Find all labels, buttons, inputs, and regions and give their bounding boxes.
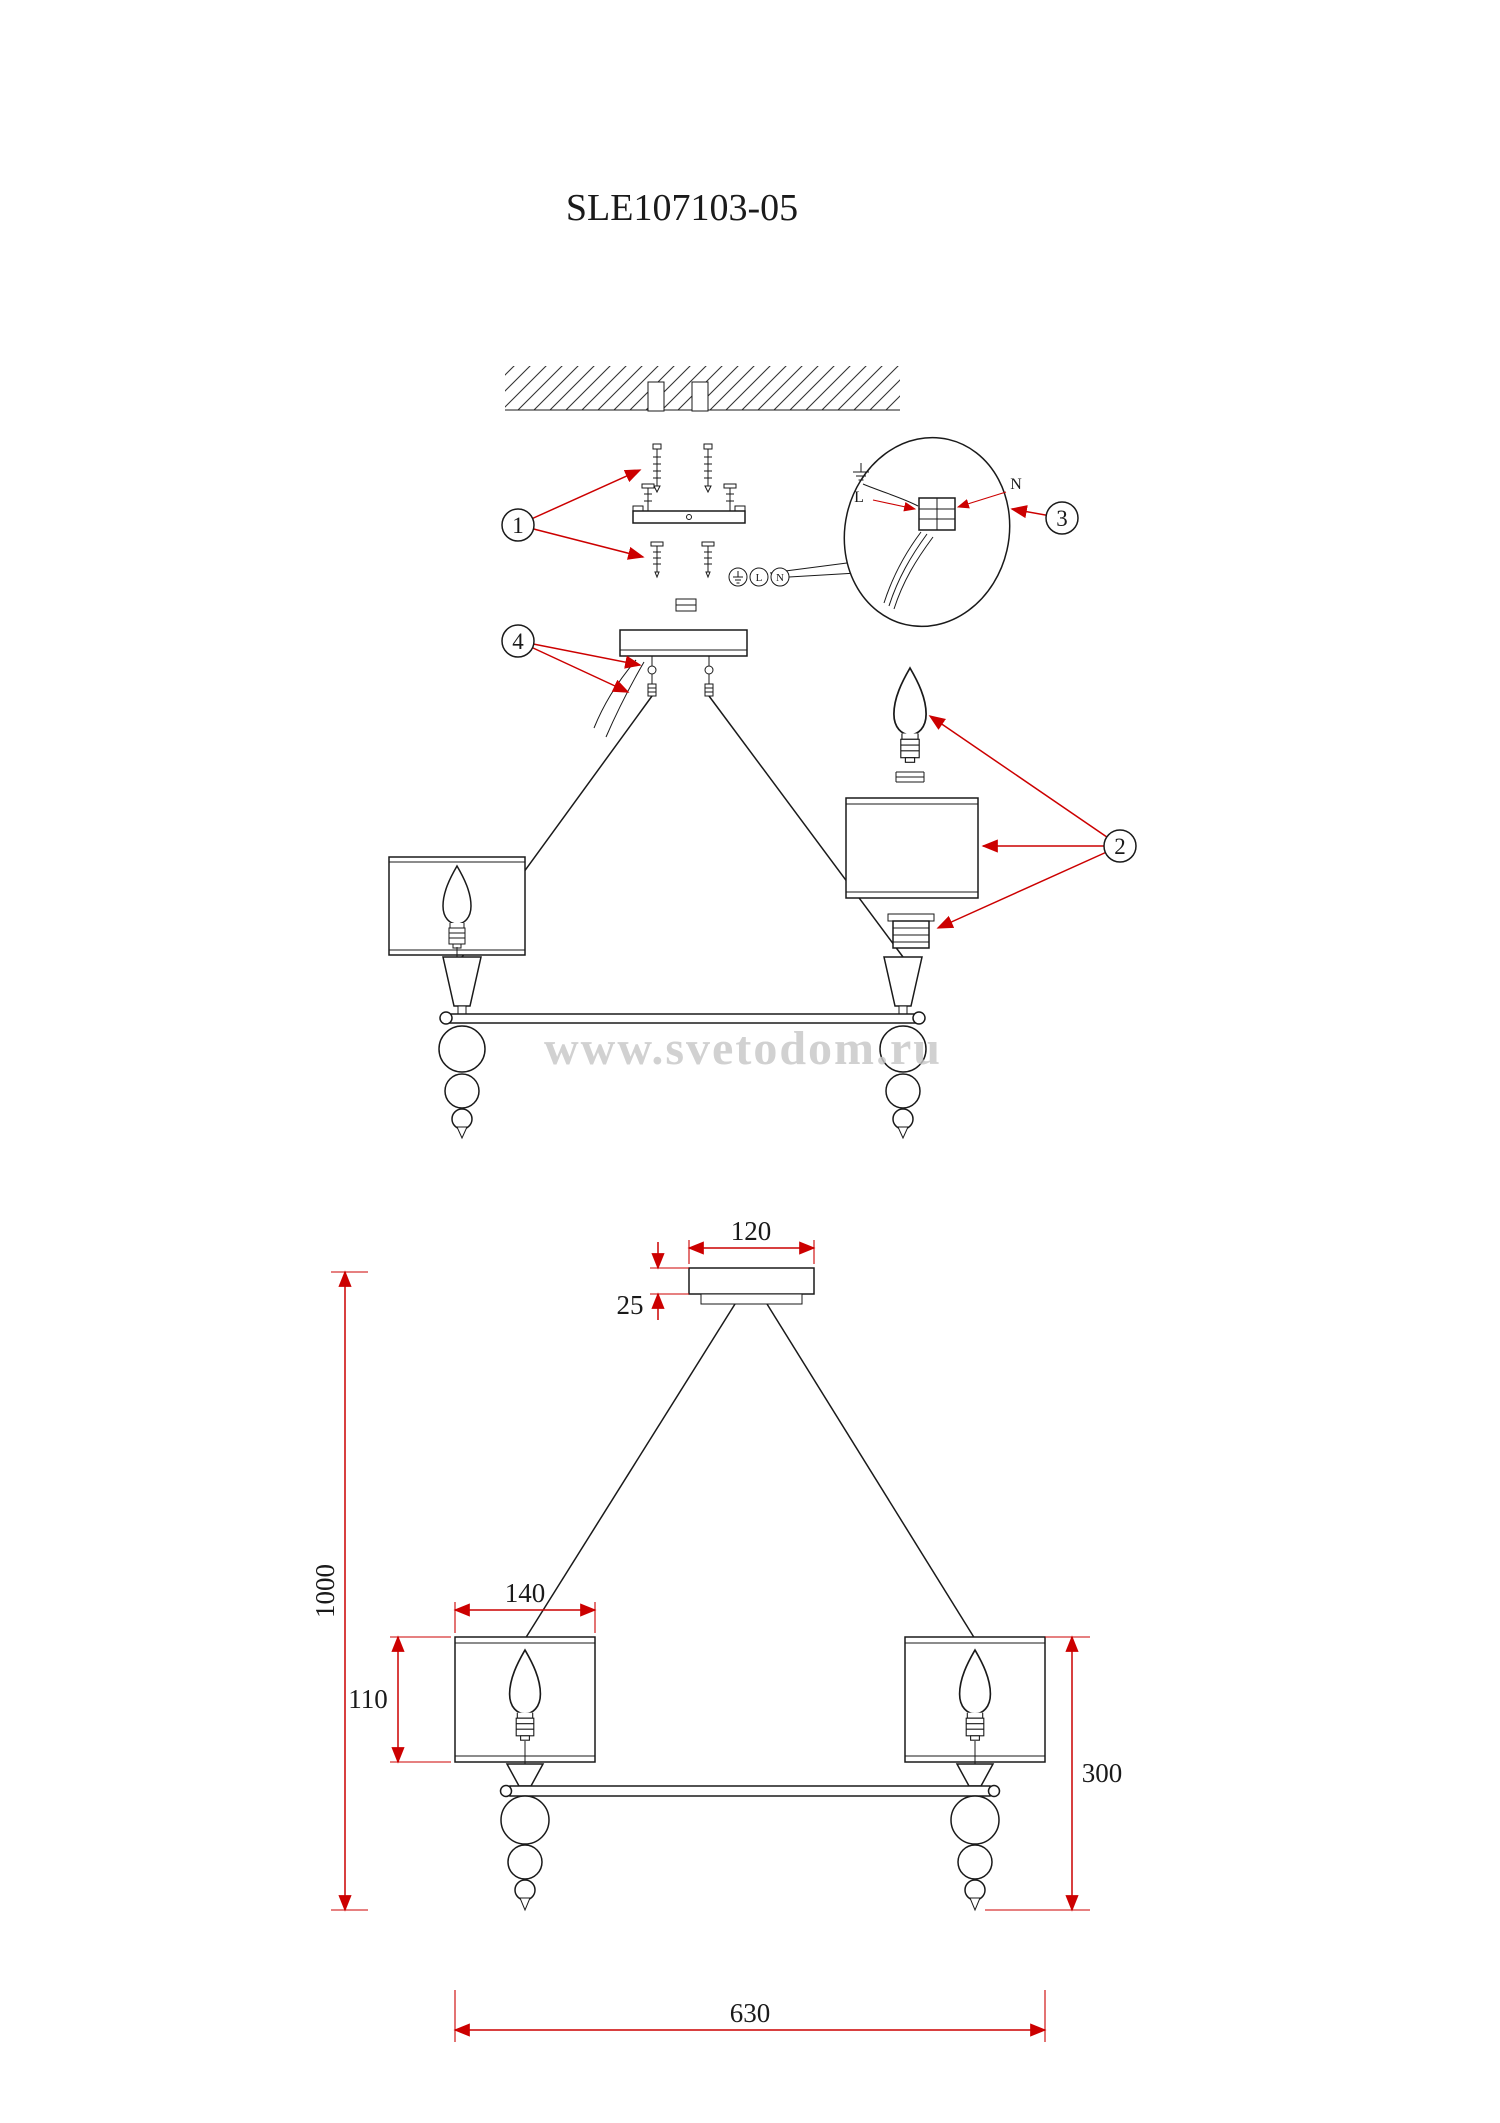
left-lamp-shade (388, 856, 526, 957)
dim-right-cone (955, 1763, 995, 1787)
mounting-bracket (632, 483, 746, 524)
anchor-icon (703, 443, 713, 494)
live-arrow (872, 499, 917, 512)
canopy-hook (647, 656, 657, 697)
frame-bar (439, 1011, 926, 1025)
bar-end-cap (439, 1011, 453, 1025)
wire (883, 531, 922, 604)
screw-icon (650, 541, 664, 579)
mounting-slot (647, 381, 665, 412)
canopy-hook (704, 656, 714, 697)
terminal-block (918, 497, 956, 531)
mounting-slot (691, 381, 709, 412)
dimension-canopy-width: 120 (687, 1216, 816, 1264)
dim-label-1000: 1000 (310, 1564, 340, 1618)
dim-left-cone (505, 1763, 545, 1787)
dim-left-cord (524, 1303, 736, 1640)
right-shade-holder-cone (883, 956, 923, 1007)
socket-adapter (887, 913, 935, 949)
live-wire-label: L (854, 489, 864, 506)
stem (457, 1005, 467, 1015)
dimension-canopy-height: 25 (617, 1242, 689, 1320)
live-icon-label: L (756, 572, 763, 584)
ground-icon (733, 571, 743, 584)
left-finial-balls (438, 1025, 486, 1140)
right-suspension-cord (708, 695, 904, 958)
screw-icon (701, 541, 715, 579)
dim-label-300: 300 (1082, 1758, 1123, 1788)
exploded-shade (845, 797, 979, 899)
exploded-bulb (893, 667, 927, 764)
dimension-overall-width: 630 (453, 1990, 1047, 2042)
dim-label-120: 120 (731, 1216, 772, 1246)
anchor-icon (652, 443, 662, 494)
dimension-shade-height: 110 (348, 1635, 451, 1764)
ground-symbol-icon (853, 463, 869, 481)
neutral-arrow (956, 491, 1007, 509)
ceiling-hatch (505, 366, 900, 412)
dim-label-140: 140 (505, 1578, 546, 1608)
dim-label-25: 25 (617, 1290, 644, 1320)
dimension-pendant-drop: 300 (985, 1635, 1123, 1912)
dim-right-cord (766, 1303, 976, 1640)
dimension-shade-width: 140 (453, 1578, 597, 1633)
callout-4-number: 4 (512, 629, 524, 654)
callout-2-number: 2 (1114, 834, 1126, 859)
dim-right-shade (904, 1636, 1046, 1764)
canopy: L N (593, 567, 790, 738)
callout-1: 1 (501, 469, 645, 560)
dimension-drawing: 120 25 1000 140 110 (310, 1216, 1122, 2042)
dimension-overall-height: 1000 (310, 1270, 368, 1912)
neutral-icon-label: N (776, 572, 784, 584)
wiring-detail: L N (843, 436, 1022, 628)
dim-right-finials (950, 1795, 1000, 1912)
stem (898, 1005, 908, 1015)
callout-2: 2 (928, 715, 1137, 929)
supply-wire (605, 661, 645, 738)
callout-3-number: 3 (1056, 506, 1068, 531)
canopy-screws (650, 541, 715, 579)
callout-3: 3 (1010, 501, 1079, 535)
callout-1-number: 1 (512, 513, 524, 538)
bar-end-cap (912, 1011, 926, 1025)
dim-left-finials (500, 1795, 550, 1912)
dim-left-shade (454, 1636, 596, 1764)
page-title: SLE107103-05 (566, 187, 798, 229)
left-shade-holder-cone (442, 956, 482, 1007)
watermark-text: www.svetodom.ru (544, 1022, 942, 1075)
wire (888, 533, 928, 607)
wire (893, 536, 934, 610)
right-finial-balls (879, 1025, 927, 1140)
dim-canopy (688, 1267, 815, 1295)
wall-anchors (652, 443, 713, 494)
terminal-icons: L N (728, 567, 790, 587)
retaining-ring (895, 771, 925, 783)
dim-label-630: 630 (730, 1998, 771, 2028)
callout-4: 4 (501, 624, 642, 693)
dim-label-110: 110 (348, 1684, 388, 1714)
dim-bar (509, 1785, 991, 1797)
neutral-wire-label: N (1010, 476, 1022, 493)
